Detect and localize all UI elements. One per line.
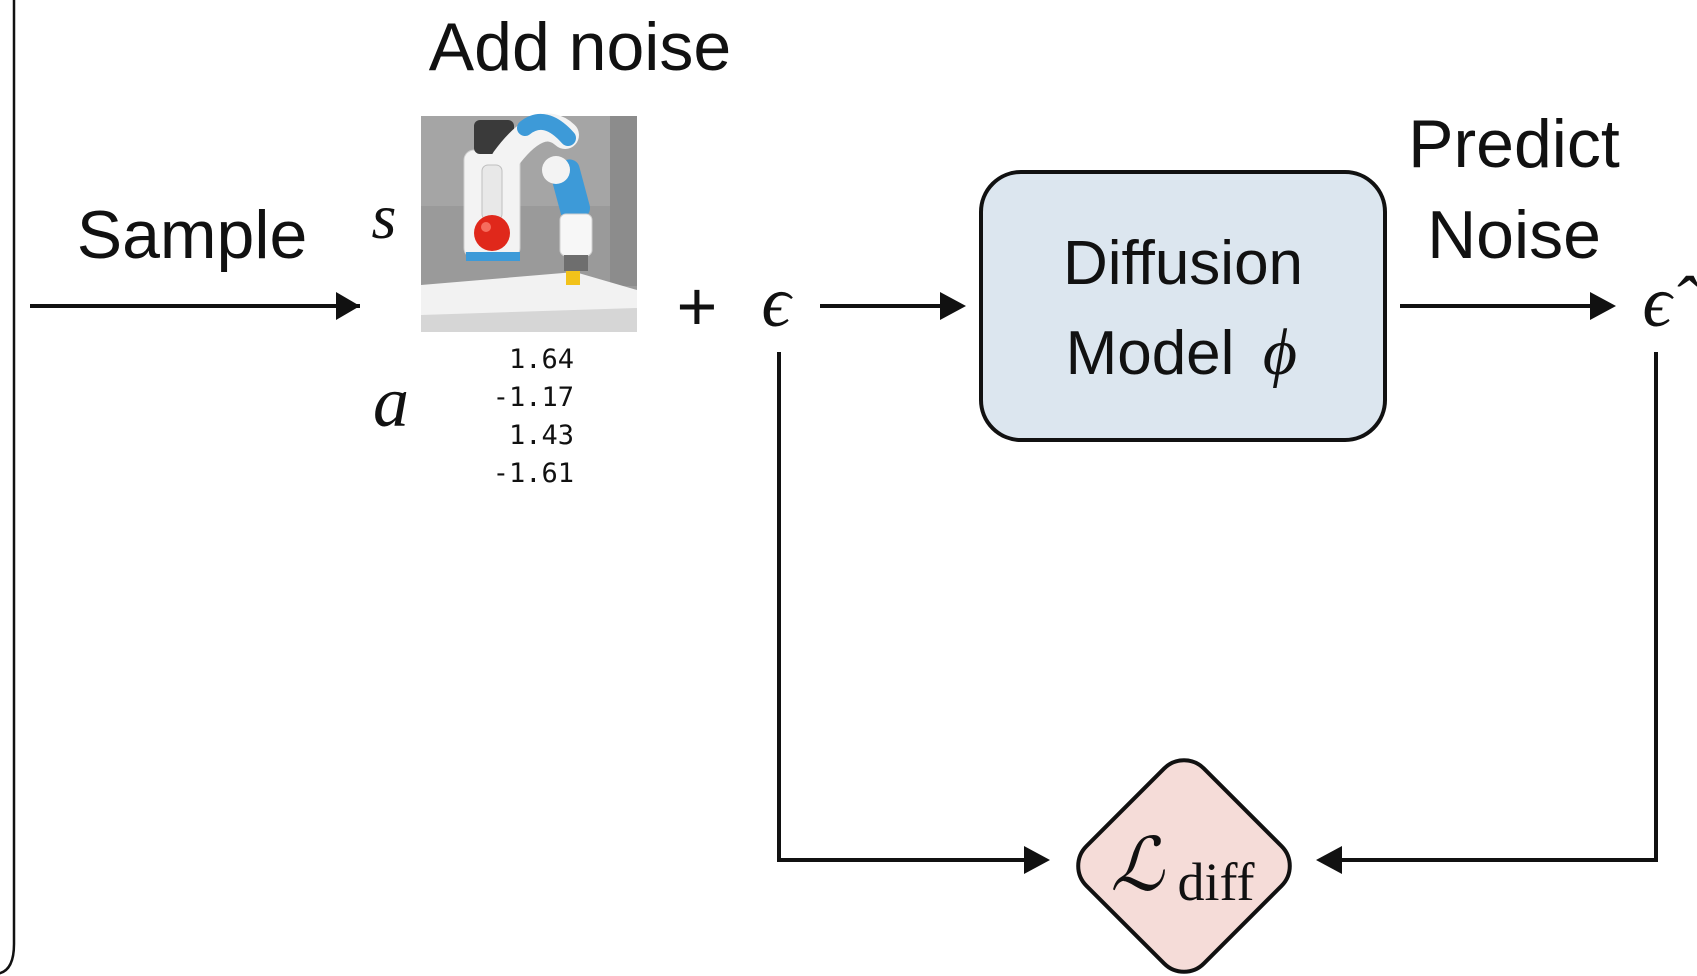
- noise-to-model-arrowhead: [940, 292, 966, 320]
- epsilon-symbol: ϵ: [761, 262, 793, 342]
- predict-label-line1: Predict: [1408, 106, 1620, 182]
- robot-scene-image: [421, 113, 637, 332]
- epsilon-hat-symbol: ϵ̂: [1642, 262, 1697, 342]
- sample-label: Sample: [77, 197, 308, 273]
- prediction-to-loss-line: [1340, 352, 1658, 862]
- prediction-to-loss-arrowhead: [1316, 846, 1342, 874]
- action-value: 1.43: [509, 420, 574, 451]
- diffusion-model-box: [979, 170, 1387, 442]
- loss-symbol: ℒ: [1110, 825, 1165, 907]
- predict-label-line2: Noise: [1427, 197, 1601, 273]
- model-box-line1: Diffusion: [1063, 229, 1303, 298]
- action-value: 1.64: [509, 344, 574, 375]
- loss-subscript: diff: [1178, 852, 1255, 912]
- model-box-line2: Model: [1066, 319, 1235, 388]
- noise-to-loss-arrowhead: [1024, 846, 1050, 874]
- action-symbol: a: [373, 362, 409, 442]
- noise-to-loss-line: [777, 352, 1030, 862]
- frame-bracket: [0, 0, 16, 975]
- loss-diamond: [1076, 758, 1292, 974]
- plus-sign: +: [677, 267, 718, 345]
- action-values: 1.64 -1.17 1.43 -1.61: [493, 344, 574, 489]
- model-to-prediction-arrowhead: [1590, 292, 1616, 320]
- action-value: -1.61: [493, 458, 574, 489]
- add-noise-label: Add noise: [429, 9, 731, 85]
- state-symbol: s: [372, 181, 397, 252]
- model-phi-symbol: ϕ: [1263, 316, 1297, 389]
- sample-arrowhead: [336, 292, 360, 320]
- action-value: -1.17: [493, 382, 574, 413]
